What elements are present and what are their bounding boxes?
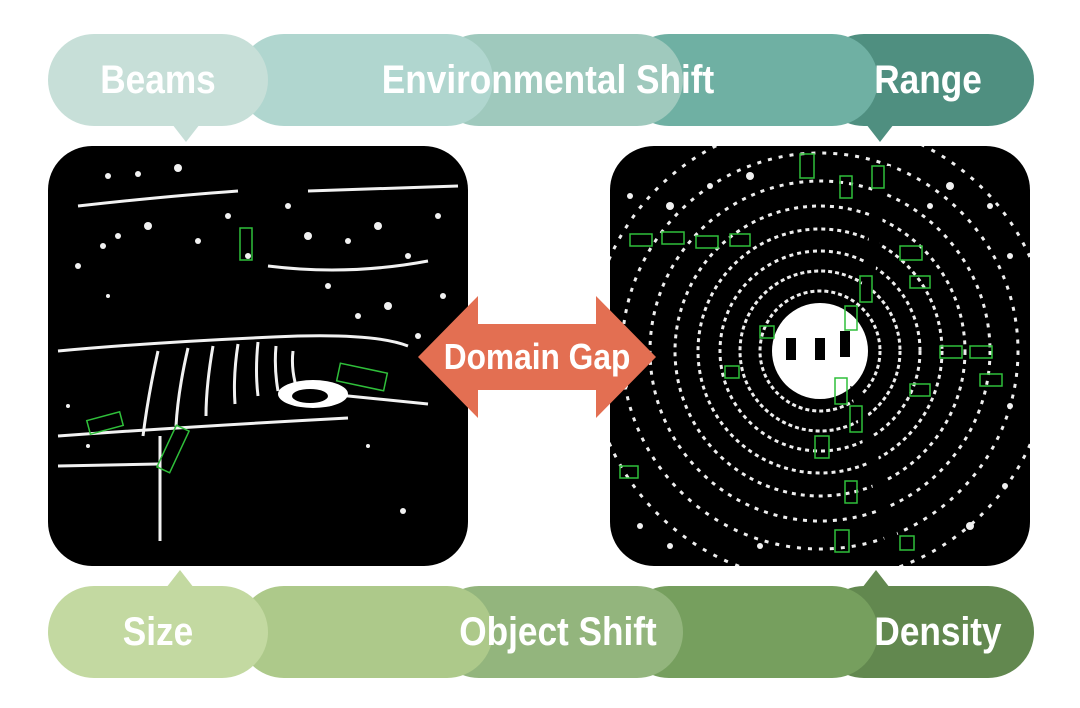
top-segment-1 bbox=[48, 34, 268, 126]
lidar-scan-sparse-panel bbox=[48, 146, 468, 566]
density-callout-pointer bbox=[862, 570, 890, 588]
bottom-callout-pointers bbox=[166, 570, 890, 588]
density-label: Density bbox=[874, 610, 1002, 654]
lidar-scan-sparse-image bbox=[57, 164, 459, 541]
beams-label: Beams bbox=[100, 58, 216, 102]
range-label: Range bbox=[874, 58, 982, 102]
top-segment-3 bbox=[433, 34, 683, 126]
bottom-band-shapes bbox=[48, 586, 1034, 678]
size-label: Size bbox=[122, 610, 194, 654]
domain-gap-label: Domain Gap bbox=[443, 336, 631, 377]
double-arrow-icon bbox=[418, 296, 656, 418]
sparse-scan-ego-vehicle bbox=[292, 389, 328, 403]
lidar-scan-dense-image bbox=[610, 146, 1030, 566]
dense-scan-bounding-boxes bbox=[619, 153, 1003, 553]
object-shift-label: Object Shift bbox=[459, 610, 657, 654]
sparse-scan-points bbox=[66, 164, 446, 514]
lidar-scan-dense-panel bbox=[610, 146, 1030, 566]
bottom-segment-3 bbox=[433, 586, 683, 678]
bottom-segment-5 bbox=[818, 586, 1034, 678]
range-callout-pointer bbox=[866, 124, 894, 142]
top-segment-4 bbox=[623, 34, 878, 126]
sparse-scan-bounding-boxes bbox=[85, 227, 389, 474]
bottom-segment-1 bbox=[48, 586, 268, 678]
top-segment-5 bbox=[818, 34, 1034, 126]
environmental-shift-label: Environmental Shift bbox=[381, 58, 715, 102]
beams-callout-pointer bbox=[172, 124, 200, 142]
domain-gap-arrow bbox=[418, 296, 656, 418]
object-shift-band: Size Object Shift Density bbox=[48, 586, 1034, 678]
top-band-shapes bbox=[48, 34, 1034, 142]
sparse-scan-lines bbox=[57, 184, 459, 541]
top-segment-2 bbox=[238, 34, 493, 126]
size-callout-pointer bbox=[166, 570, 194, 588]
bottom-segment-2 bbox=[238, 586, 493, 678]
bottom-segment-4 bbox=[623, 586, 878, 678]
environmental-shift-band: Beams Environmental Shift Range bbox=[48, 34, 1034, 142]
